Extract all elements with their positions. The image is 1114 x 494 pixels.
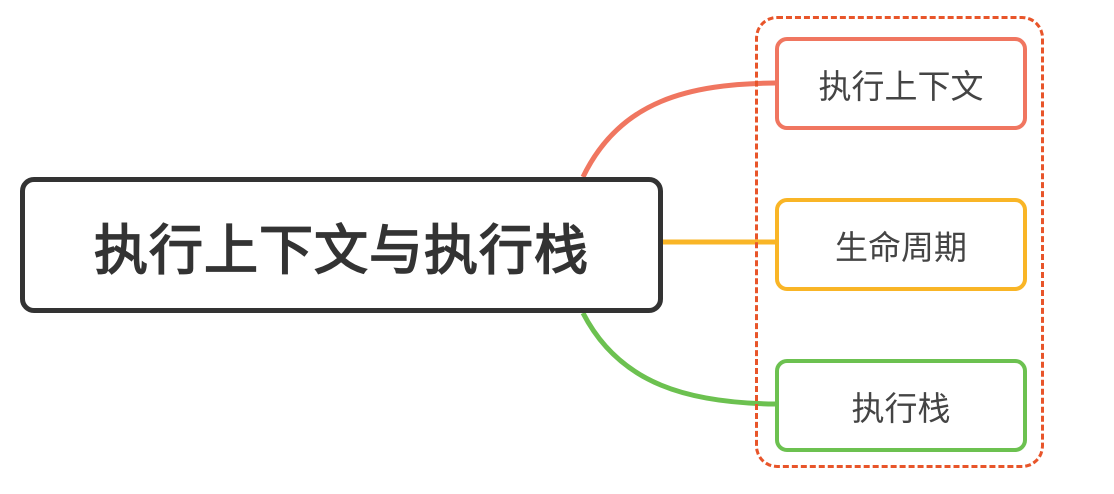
root-node-label: 执行上下文与执行栈 [94, 218, 589, 282]
connector-line-execution-stack [580, 311, 776, 407]
child-node-execution-stack[interactable]: 执行栈 [775, 359, 1027, 452]
child-node-label: 执行上下文 [818, 66, 984, 106]
child-node-label: 执行栈 [851, 388, 951, 428]
child-node-lifecycle[interactable]: 生命周期 [775, 198, 1027, 291]
child-node-label: 生命周期 [835, 227, 967, 267]
child-node-execution-context[interactable]: 执行上下文 [775, 37, 1027, 130]
connector-line-execution-context [580, 80, 776, 179]
children-group-box [755, 16, 1044, 468]
root-node[interactable]: 执行上下文与执行栈 [20, 177, 663, 313]
